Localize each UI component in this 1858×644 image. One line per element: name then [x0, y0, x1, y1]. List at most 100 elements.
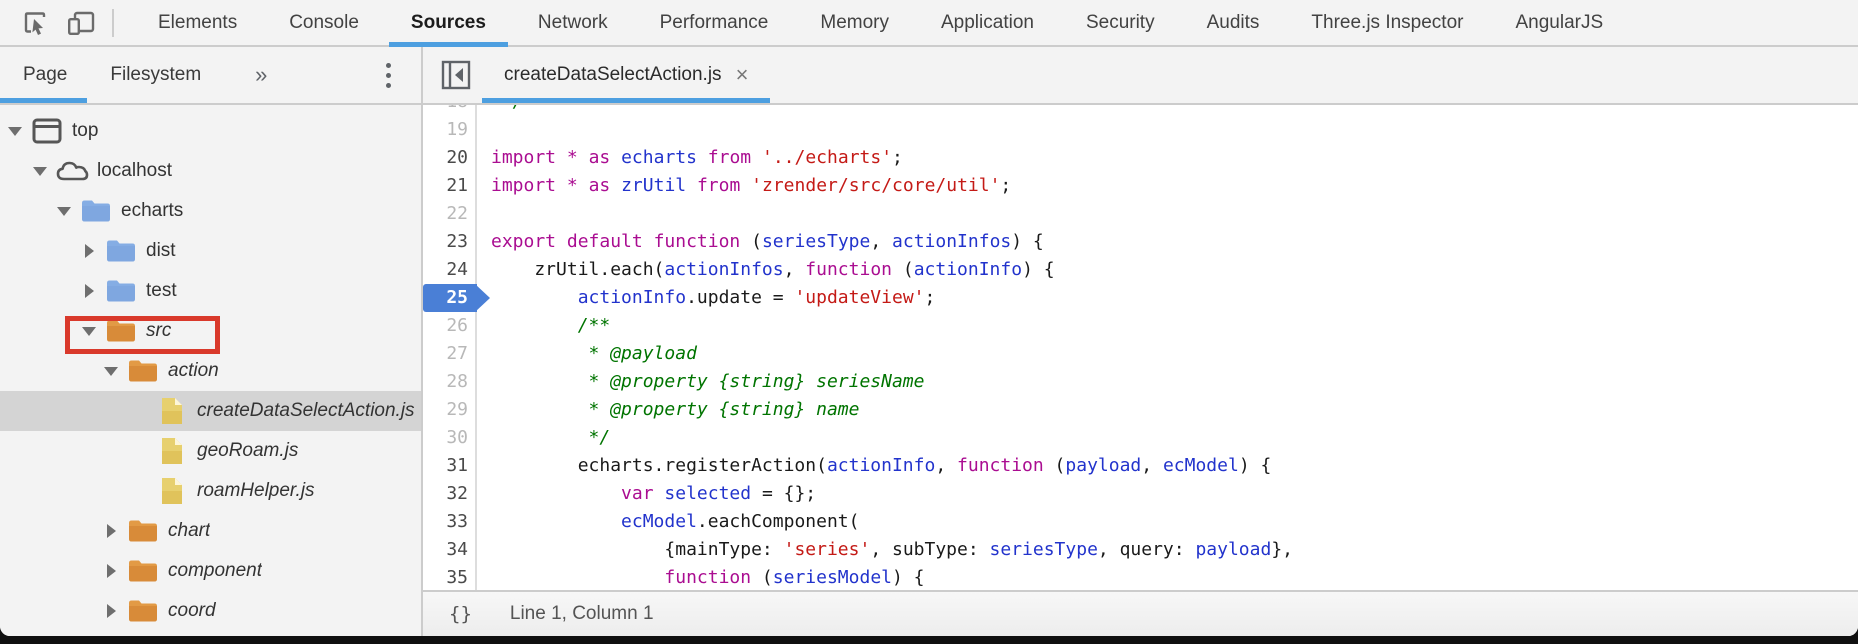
line-number-23[interactable]: 23 [423, 228, 477, 256]
code-line-31: 31 echarts.registerAction(actionInfo, fu… [423, 452, 1858, 480]
code-line-23: 23export default function (seriesType, a… [423, 228, 1858, 256]
pretty-print-button[interactable]: {} [441, 601, 480, 627]
tab-filesystem[interactable]: Filesystem [87, 47, 221, 103]
toolbar-divider [112, 9, 114, 37]
tree-item-label: chart [168, 520, 210, 542]
code-text: {mainType: 'series', subType: seriesType… [477, 536, 1293, 564]
tree-item-roamhelper-js[interactable]: roamHelper.js [0, 471, 421, 511]
expand-arrow-icon[interactable] [8, 127, 22, 136]
expand-arrow-icon[interactable] [57, 207, 71, 216]
tree-item-test[interactable]: test [0, 271, 421, 311]
code-text: */ [477, 105, 524, 116]
panel-tab-memory[interactable]: Memory [794, 0, 915, 45]
code-text [477, 116, 491, 144]
tree-item-label: test [146, 280, 177, 302]
line-number-20[interactable]: 20 [423, 144, 477, 172]
tree-item-label: dist [146, 240, 176, 262]
collapse-arrow-icon[interactable] [104, 524, 118, 538]
collapse-arrow-icon[interactable] [82, 284, 96, 298]
line-number-24[interactable]: 24 [423, 256, 477, 284]
panel-tab-three-js-inspector[interactable]: Three.js Inspector [1285, 0, 1489, 45]
panel-tab-network[interactable]: Network [512, 0, 634, 45]
panel-tab-elements[interactable]: Elements [132, 0, 263, 45]
frame-icon [30, 118, 64, 144]
panel-tab-performance[interactable]: Performance [634, 0, 795, 45]
tab-page[interactable]: Page [0, 47, 87, 103]
line-number-31[interactable]: 31 [423, 452, 477, 480]
tree-item-component[interactable]: component [0, 551, 421, 591]
panel-tab-angularjs[interactable]: AngularJS [1489, 0, 1629, 45]
navigator-menu-button[interactable] [380, 57, 397, 94]
inspect-icon [21, 9, 49, 37]
line-number-28[interactable]: 28 [423, 368, 477, 396]
tree-item-label: echarts [121, 200, 183, 222]
collapse-arrow-icon[interactable] [104, 564, 118, 578]
panel-tab-security[interactable]: Security [1060, 0, 1181, 45]
expand-arrow-icon[interactable] [82, 327, 96, 336]
tree-item-chart[interactable]: chart [0, 511, 421, 551]
code-text [477, 200, 491, 228]
panel-tab-sources[interactable]: Sources [385, 0, 512, 45]
code-line-33: 33 ecModel.eachComponent( [423, 508, 1858, 536]
tree-item-coord[interactable]: coord [0, 591, 421, 631]
editor-tab-bar: createDataSelectAction.js × [423, 47, 1858, 103]
folder-orange-icon [126, 598, 160, 624]
code-scroll-area[interactable]: 18 */1920import * as echarts from '../ec… [423, 105, 1858, 590]
tree-item-label: roamHelper.js [197, 480, 315, 502]
line-number-21[interactable]: 21 [423, 172, 477, 200]
expand-arrow-icon[interactable] [104, 367, 118, 376]
line-number-19[interactable]: 19 [423, 116, 477, 144]
tree-item-src[interactable]: src [0, 311, 421, 351]
tree-item-echarts[interactable]: echarts [0, 191, 421, 231]
file-tab-createDataSelectAction[interactable]: createDataSelectAction.js × [482, 47, 770, 103]
code-text: zrUtil.each(actionInfos, function (actio… [477, 256, 1055, 284]
collapse-navigator-icon [441, 60, 471, 90]
line-number-22[interactable]: 22 [423, 200, 477, 228]
code-text: /** [477, 312, 610, 340]
line-number-18[interactable]: 18 [423, 105, 477, 116]
line-number-32[interactable]: 32 [423, 480, 477, 508]
code-line-20: 20import * as echarts from '../echarts'; [423, 144, 1858, 172]
inspect-element-button[interactable] [18, 6, 52, 40]
collapse-arrow-icon[interactable] [82, 244, 96, 258]
file-icon [155, 396, 189, 426]
second-row: Page Filesystem » createDataSe [0, 47, 1858, 105]
line-number-33[interactable]: 33 [423, 508, 477, 536]
line-number-35[interactable]: 35 [423, 564, 477, 590]
collapse-arrow-icon[interactable] [104, 604, 118, 618]
tree-item-dist[interactable]: dist [0, 231, 421, 271]
tree-item-label: top [72, 120, 98, 142]
tree-item-label: localhost [97, 160, 172, 182]
code-text: * @property {string} name [477, 396, 859, 424]
tree-item-label: src [146, 320, 171, 342]
expand-arrow-icon[interactable] [33, 167, 47, 176]
panel-tab-console[interactable]: Console [263, 0, 385, 45]
collapse-navigator-button[interactable] [440, 59, 472, 91]
line-number-29[interactable]: 29 [423, 396, 477, 424]
more-tabs-button[interactable]: » [247, 62, 275, 88]
folder-blue-icon [104, 238, 138, 264]
tree-item-top[interactable]: top [0, 111, 421, 151]
line-number-26[interactable]: 26 [423, 312, 477, 340]
line-number-30[interactable]: 30 [423, 424, 477, 452]
code-line-30: 30 */ [423, 424, 1858, 452]
folder-blue-icon [104, 278, 138, 304]
code-lines: 18 */1920import * as echarts from '../ec… [423, 105, 1858, 590]
tree-item-createdataselectaction-js[interactable]: createDataSelectAction.js [0, 391, 421, 431]
panel-tab-audits[interactable]: Audits [1181, 0, 1286, 45]
cursor-position: Line 1, Column 1 [510, 603, 654, 625]
file-tree: top localhost echarts dist test src action crea… [0, 105, 421, 631]
line-number-27[interactable]: 27 [423, 340, 477, 368]
tree-item-label: action [168, 360, 219, 382]
device-toolbar-button[interactable] [64, 6, 98, 40]
breakpoint-marker-line-25[interactable]: 25 [423, 284, 477, 312]
line-number-34[interactable]: 34 [423, 536, 477, 564]
file-icon [155, 436, 189, 466]
file-tab-title: createDataSelectAction.js [504, 64, 722, 86]
tree-item-label: createDataSelectAction.js [197, 400, 415, 422]
tree-item-localhost[interactable]: localhost [0, 151, 421, 191]
panel-tab-application[interactable]: Application [915, 0, 1060, 45]
tree-item-georoam-js[interactable]: geoRoam.js [0, 431, 421, 471]
tree-item-action[interactable]: action [0, 351, 421, 391]
close-icon[interactable]: × [736, 64, 749, 86]
